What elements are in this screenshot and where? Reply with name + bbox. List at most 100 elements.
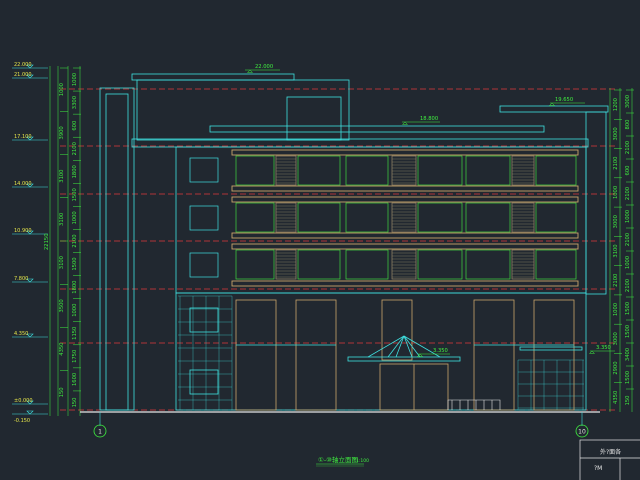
dims_right_inner-4: 2100	[625, 187, 631, 200]
shutter-1-0	[391, 155, 417, 186]
top-elevation-markers: 22.000 18.800 19.650 3.350 3.350	[245, 64, 615, 357]
right-outer-dimensions: 1200300021001000300031002100100030002900…	[613, 89, 622, 404]
left-outer-dimension: 22150	[44, 233, 50, 250]
dims_right_inner-1: 800	[625, 120, 631, 130]
dims_right_inner-7: 1000	[625, 256, 631, 269]
left-detail-dimensions: 1000330060021001800150010002100150018001…	[72, 67, 81, 408]
shutter-0-0	[275, 155, 297, 186]
elev-label-neg: -0.150	[14, 418, 30, 424]
drawing-title-text: ①-⑩轴立面图	[318, 455, 358, 464]
dims_right_inner-2: 2100	[625, 141, 631, 154]
dims_left_inner-7: 150	[59, 387, 65, 397]
elev-parapet: 18.800	[420, 116, 438, 122]
dims_left_detail-4: 1800	[72, 165, 78, 178]
dims_right_inner-12: 1500	[625, 371, 631, 384]
roof-door-block	[286, 96, 342, 141]
dims_left_inner-0: 1000	[59, 83, 65, 96]
shutter-2-2	[511, 249, 535, 280]
shutter-0-1	[275, 202, 297, 233]
dims_right_outer-7: 1000	[613, 303, 619, 316]
entrance-ramp	[447, 399, 501, 410]
elev-roof-top: 22.000	[255, 64, 273, 70]
dims_left_inner-4: 3100	[59, 256, 65, 269]
dims_left_detail-7: 2100	[72, 234, 78, 247]
entrance-canopy	[347, 335, 583, 362]
axis-label-right: 10	[578, 429, 586, 436]
dims_right_inner-6: 2100	[625, 233, 631, 246]
dims_right_inner-9: 1500	[625, 302, 631, 315]
podium-tile-grid	[178, 295, 584, 410]
shutter-1-1	[391, 202, 417, 233]
dims_right_inner-11: 3400	[625, 348, 631, 361]
level-lines	[60, 88, 615, 411]
elev-label-17: 17.100	[14, 134, 32, 140]
dims_left_detail-14: 150	[72, 398, 78, 408]
dims_right_inner-5: 1000	[625, 210, 631, 223]
elev-label-10: 10.900	[14, 228, 32, 234]
dims_right_outer-10: 4350	[613, 391, 619, 404]
left-elevation-markers: 22.000 21.000 17.100 14.000 10.900 7.800…	[12, 62, 48, 424]
elev-label-0: ±0.000	[14, 398, 33, 404]
dims_left_detail-8: 1500	[72, 257, 78, 270]
elev-label-7: 7.800	[14, 276, 28, 282]
elev-label-21: 21.000	[14, 72, 32, 78]
elev-label-14: 14.000	[14, 181, 32, 187]
elev-canopy-right: 3.350	[596, 345, 611, 351]
axis-bubble-right: 10	[575, 412, 589, 438]
drawing-title: ①-⑩轴立面图 1:100	[316, 455, 369, 467]
dims_left_detail-11: 1150	[72, 327, 78, 340]
shutter-1-2	[391, 249, 417, 280]
dims_left_detail-0: 1000	[72, 73, 78, 86]
elev-right-roof: 19.650	[555, 97, 573, 103]
dims_right_outer-8: 3000	[613, 332, 619, 345]
dim-total-height: 22150	[44, 233, 50, 250]
dims_left_inner-2: 3100	[59, 170, 65, 183]
dims_right_outer-6: 2100	[613, 274, 619, 287]
dims_left_detail-1: 3300	[72, 96, 78, 109]
dims_left_detail-5: 1500	[72, 188, 78, 201]
dims_right_outer-9: 2900	[613, 361, 619, 374]
dims_right_inner-0: 3000	[625, 95, 631, 108]
dims_left_detail-12: 1750	[72, 350, 78, 363]
dims_right_outer-2: 2100	[613, 157, 619, 170]
right-roof-cap	[499, 105, 609, 113]
dims_right_outer-3: 1000	[613, 186, 619, 199]
right-inner-dimensions: 3000 800 2100 600 2100 1000 2100 1000 2100 1500 15…	[625, 89, 634, 405]
title-block-header: 外?面各	[600, 448, 621, 456]
ground-floor-openings	[189, 299, 575, 411]
parapet-top	[209, 125, 545, 133]
dims_left_detail-6: 1000	[72, 211, 78, 224]
dims_right_inner-3: 600	[625, 166, 631, 176]
dims_right_outer-1: 3000	[613, 127, 619, 140]
axis-bubble-left: 1	[93, 412, 107, 438]
right-wing-wall	[585, 111, 607, 295]
dims_left_inner-3: 3100	[59, 213, 65, 226]
dims_left_detail-3: 2100	[72, 142, 78, 155]
elev-label-4: 4.350	[14, 331, 28, 337]
roof-stair-tower	[136, 79, 350, 141]
drawing-scale-text: 1:100	[356, 458, 369, 464]
right-dimension-chains	[609, 88, 633, 412]
shutter-0-2	[275, 249, 297, 280]
dims_left_inner-1: 3900	[59, 126, 65, 139]
roof-cap	[131, 73, 295, 81]
dims_left_detail-2: 600	[72, 121, 78, 131]
axis-label-left: 1	[98, 429, 102, 436]
left-wing-inner	[105, 93, 129, 411]
dims_left_inner-5: 3500	[59, 299, 65, 312]
dims_right_inner-8: 2100	[625, 279, 631, 292]
elev-canopy-center: 3.350	[433, 348, 448, 354]
dims_right_outer-4: 3000	[613, 215, 619, 228]
shutter-2-1	[511, 202, 535, 233]
left-inner-dimensions: 1000 3900 3100 3100 3100 3500 4350 150	[59, 67, 68, 397]
podium	[175, 292, 587, 411]
dims_left_detail-10: 1000	[72, 304, 78, 317]
shutter-2-0	[511, 155, 535, 186]
window-shutters	[275, 155, 535, 280]
floor-bands	[231, 149, 579, 287]
building-outline	[99, 73, 609, 411]
left-wing-wall	[99, 87, 135, 411]
dims_left_inner-6: 4350	[59, 343, 65, 356]
dims_left_detail-13: 1600	[72, 373, 78, 386]
